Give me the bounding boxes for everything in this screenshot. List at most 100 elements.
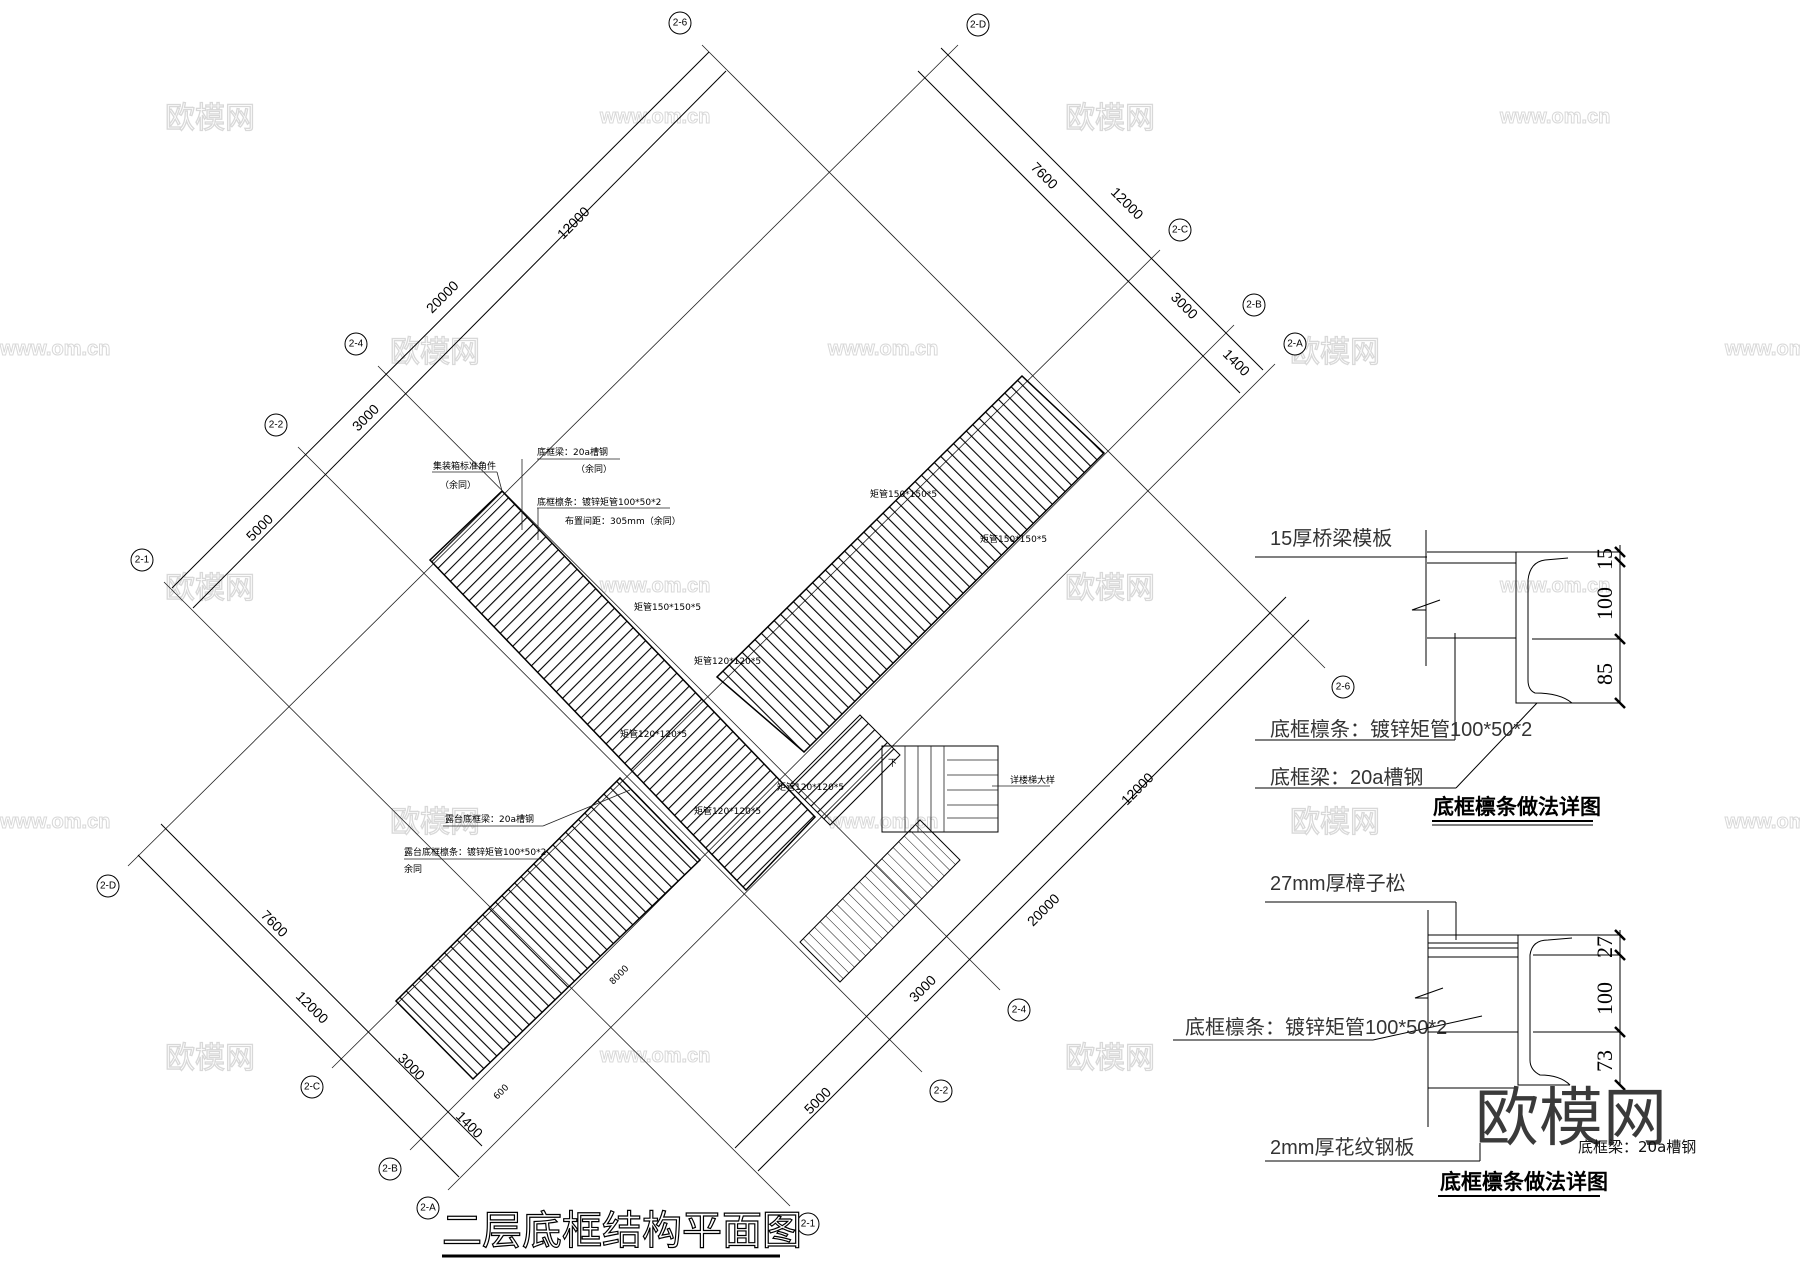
axis-bubble-2-6-right: 2-6 xyxy=(1331,675,1355,699)
axis-bubble-2-C-bottom: 2-C xyxy=(300,1075,324,1099)
watermark-url: www.om.cn xyxy=(827,338,938,360)
detail-2-dim-100: 100 xyxy=(1592,982,1617,1015)
label-frame-beam: 底框梁：20a槽钢 xyxy=(537,446,608,458)
stair-flight xyxy=(799,819,961,983)
watermark-url: www.om.cn xyxy=(599,106,710,128)
label-corner-fitting: 集装箱标准角件 xyxy=(433,460,496,472)
svg-text:2-C: 2-C xyxy=(1172,225,1188,236)
dim-lower-right-3000: 3000 xyxy=(906,972,939,1005)
detail-1-board-label: 15厚桥梁模板 xyxy=(1270,527,1392,550)
dim-upper-right-3000: 3000 xyxy=(1168,289,1201,322)
detail-2-dim-73: 73 xyxy=(1592,1050,1617,1072)
label-spacing: 布置间距：305mm（余同） xyxy=(565,515,681,527)
watermark-url: www.om.cn xyxy=(0,811,110,833)
watermark-brand-large: 欧模网 xyxy=(1475,1082,1667,1156)
dim-lower-left-1400: 1400 xyxy=(453,1108,486,1141)
detail-2-plate-label: 2mm厚花纹钢板 xyxy=(1270,1136,1414,1159)
svg-text:2-B: 2-B xyxy=(1246,300,1262,311)
svg-text:2-2: 2-2 xyxy=(269,420,284,431)
watermark-url: www.om.cn xyxy=(1724,811,1800,833)
svg-text:2-D: 2-D xyxy=(100,881,116,892)
axis-line-2-1 xyxy=(163,581,791,1207)
detail-1-beam-label: 底框梁：20a槽钢 xyxy=(1270,766,1423,789)
svg-text:2-6: 2-6 xyxy=(1336,682,1351,693)
dim-upper-left-20000: 20000 xyxy=(423,277,462,316)
stair-landing xyxy=(881,745,999,833)
label-stair-detail: 详楼梯大样 xyxy=(1010,774,1055,786)
label-same-2: （余同） xyxy=(576,463,612,475)
watermark-brand: 欧模网 xyxy=(1065,1041,1155,1076)
watermark-brand: 欧模网 xyxy=(165,101,255,136)
svg-text:2-6: 2-6 xyxy=(673,18,688,29)
svg-text:2-1: 2-1 xyxy=(135,555,150,566)
label-terrace-purlin: 露台底框檩条：镀锌矩管100*50*2 xyxy=(404,846,546,858)
detail-2-purlin-label: 底框檩条：镀锌矩管100*50*2 xyxy=(1185,1016,1447,1039)
detail-1-purlin-label: 底框檩条：镀锌矩管100*50*2 xyxy=(1270,718,1532,741)
axis-bubble-2-1-bottom: 2-1 xyxy=(796,1212,820,1236)
dim-lower-right-20000: 20000 xyxy=(1024,890,1063,929)
axis-lines xyxy=(127,44,1326,1207)
watermark-url: www.om.cn xyxy=(599,1045,710,1067)
detail-2-title: 底框檩条做法详图 xyxy=(1440,1170,1608,1194)
watermark-url: www.om.cn xyxy=(599,575,710,597)
label-tube-120: 矩管120*120*5 xyxy=(620,728,687,740)
svg-text:2-C: 2-C xyxy=(304,1082,320,1093)
dim-600: 600 xyxy=(492,1083,511,1102)
svg-text:2-A: 2-A xyxy=(420,1203,436,1214)
label-purlin: 底框檩条：镀锌矩管100*50*2 xyxy=(537,496,661,508)
detail-1: 15厚桥梁模板 15 100 85 底框檩条：镀锌矩管100*50*2 底框梁：… xyxy=(1255,527,1626,826)
dim-8000: 8000 xyxy=(608,964,631,987)
container-ne xyxy=(715,374,1106,754)
dim-upper-left-5000: 5000 xyxy=(243,511,276,544)
label-down: 下 xyxy=(888,759,897,769)
dim-upper-right-1400: 1400 xyxy=(1220,346,1253,379)
axis-bubble-2-2-bottom: 2-2 xyxy=(929,1079,953,1103)
watermark-url: www.om.cn xyxy=(1499,575,1610,597)
dim-upper-right-12000: 12000 xyxy=(1108,184,1147,223)
detail-1-title: 底框檩条做法详图 xyxy=(1433,795,1601,819)
axis-bubble-2-A-top: 2-A xyxy=(1283,332,1307,356)
label-tube-150: 矩管150*150*5 xyxy=(980,533,1047,545)
label-tube-120: 矩管120*120*5 xyxy=(694,655,761,667)
watermark-brand: 欧模网 xyxy=(1065,571,1155,606)
axis-bubble-2-B-top: 2-B xyxy=(1242,293,1266,317)
watermark-brand: 欧模网 xyxy=(165,1041,255,1076)
axis-bubble-2-2-top: 2-2 xyxy=(264,413,288,437)
annotations: 集装箱标准角件 （余同） 底框梁：20a槽钢 （余同） 底框檩条：镀锌矩管100… xyxy=(404,446,1055,875)
label-tube-150: 矩管150*150*5 xyxy=(870,488,937,500)
watermark-url: www.om.cn xyxy=(827,811,938,833)
svg-text:2-D: 2-D xyxy=(970,20,986,31)
axis-bubble-2-D-left: 2-D xyxy=(96,874,120,898)
watermark-url: www.om.cn xyxy=(1724,338,1800,360)
detail-1-dim-100: 100 xyxy=(1592,587,1617,620)
detail-1-dim-15: 15 xyxy=(1592,548,1617,570)
axis-bubble-2-B-bottom: 2-B xyxy=(378,1157,402,1181)
dim-lower-right-12000: 12000 xyxy=(1118,769,1157,808)
label-tube-120: 矩管120*120*5 xyxy=(694,805,761,817)
watermark-url: www.om.cn xyxy=(1499,106,1610,128)
detail-2-board-label: 27mm厚樟子松 xyxy=(1270,872,1406,895)
axis-line-2-B xyxy=(409,324,1235,1151)
plan-title: 二层底框结构平面图 xyxy=(442,1208,802,1254)
svg-text:2-2: 2-2 xyxy=(934,1086,949,1097)
container-sw xyxy=(394,776,702,1081)
detail-2-dim-27: 27 xyxy=(1592,936,1617,958)
axis-line-2-2 xyxy=(297,446,923,1073)
label-tube-150: 矩管150*150*5 xyxy=(634,601,701,613)
dim-lower-left-3000: 3000 xyxy=(395,1050,428,1083)
axis-bubble-2-1-top: 2-1 xyxy=(130,548,154,572)
dim-upper-left-12000: 12000 xyxy=(554,203,593,242)
watermark-brand: 欧模网 xyxy=(390,805,480,840)
axis-line-2-6 xyxy=(701,44,1326,669)
container-nw-se xyxy=(428,489,817,892)
axis-bubbles: 2-6 2-6 2-4 2-4 2-2 2-2 2-1 2-1 2-D 2-D … xyxy=(96,11,1355,1236)
detail-2-beam-label: 底框梁：20a槽钢 xyxy=(1578,1138,1696,1156)
detail-1-dim-85: 85 xyxy=(1592,663,1617,685)
svg-text:2-4: 2-4 xyxy=(349,339,364,350)
container-strips xyxy=(394,374,1106,1081)
dim-upper-left-3000: 3000 xyxy=(349,401,382,434)
label-terrace-beam: 露台底框梁：20a槽钢 xyxy=(445,813,534,825)
svg-text:2-4: 2-4 xyxy=(1012,1005,1027,1016)
axis-line-2-D xyxy=(127,44,959,867)
